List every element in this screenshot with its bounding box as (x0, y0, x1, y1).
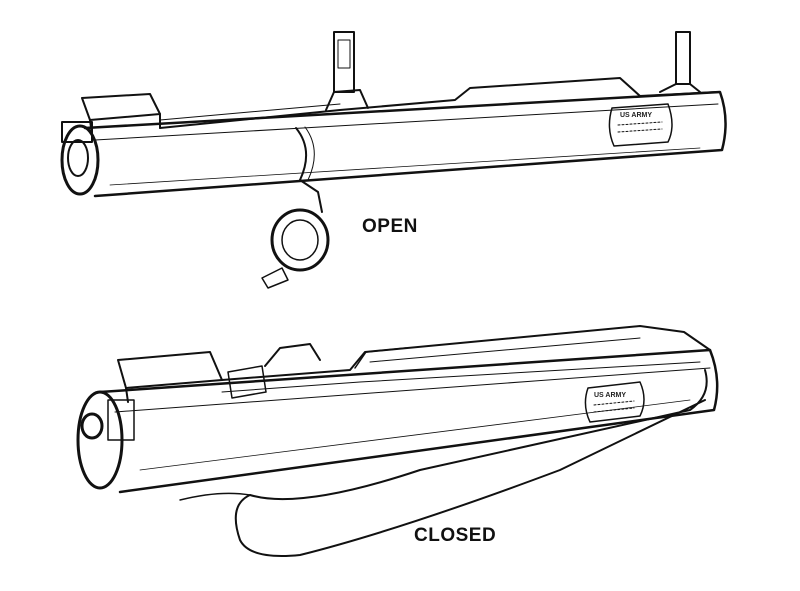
open-plate-text: US ARMY (620, 112, 652, 119)
closed-launcher: US ARMY (76, 325, 719, 557)
closed-label: CLOSED (414, 525, 497, 546)
closed-plate-text: US ARMY (594, 392, 626, 399)
open-label: OPEN (362, 216, 418, 237)
open-launcher: US ARMY (60, 31, 727, 289)
